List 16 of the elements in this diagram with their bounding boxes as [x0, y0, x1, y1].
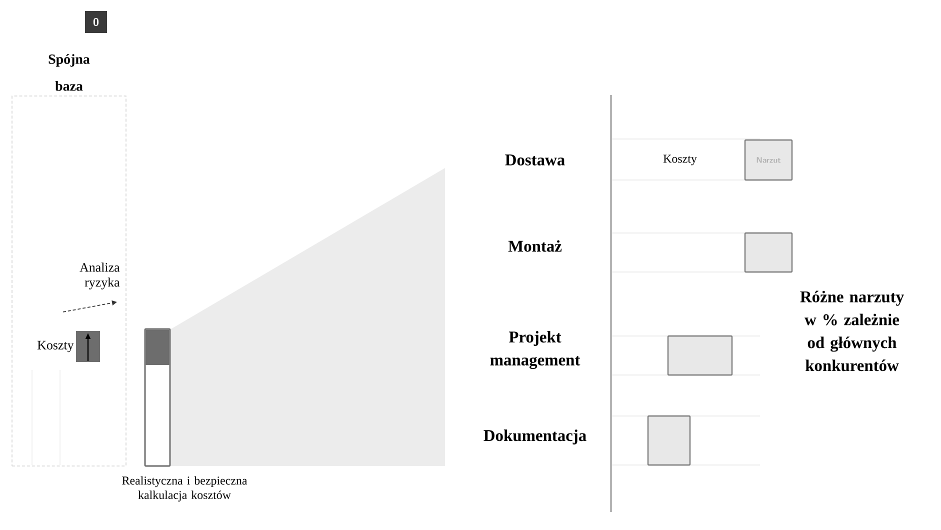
markup-box [667, 335, 733, 376]
cost-label: Koszty [663, 154, 697, 166]
cost-bar [144, 328, 171, 467]
bar-label: Realistyczna i bezpieczna kalkulacja kosztów [122, 476, 248, 502]
row-label: Dokumentacja [484, 430, 586, 444]
side-label: Koszty [38, 340, 74, 352]
node-label: Spójna baza [48, 54, 90, 91]
funnel-wedge [171, 168, 445, 466]
row-label: Montaż [508, 240, 562, 252]
markup-box [647, 415, 691, 466]
risk-label: Analiza ryzyka [80, 262, 120, 290]
row-label: Różne narzuty w % zależnie od głównych konkurentów [800, 290, 904, 372]
number-badge: 0 [85, 11, 107, 33]
row-label: Dostawa [505, 154, 565, 166]
markup-box [744, 232, 793, 273]
row-label: Projekt management [490, 331, 580, 369]
